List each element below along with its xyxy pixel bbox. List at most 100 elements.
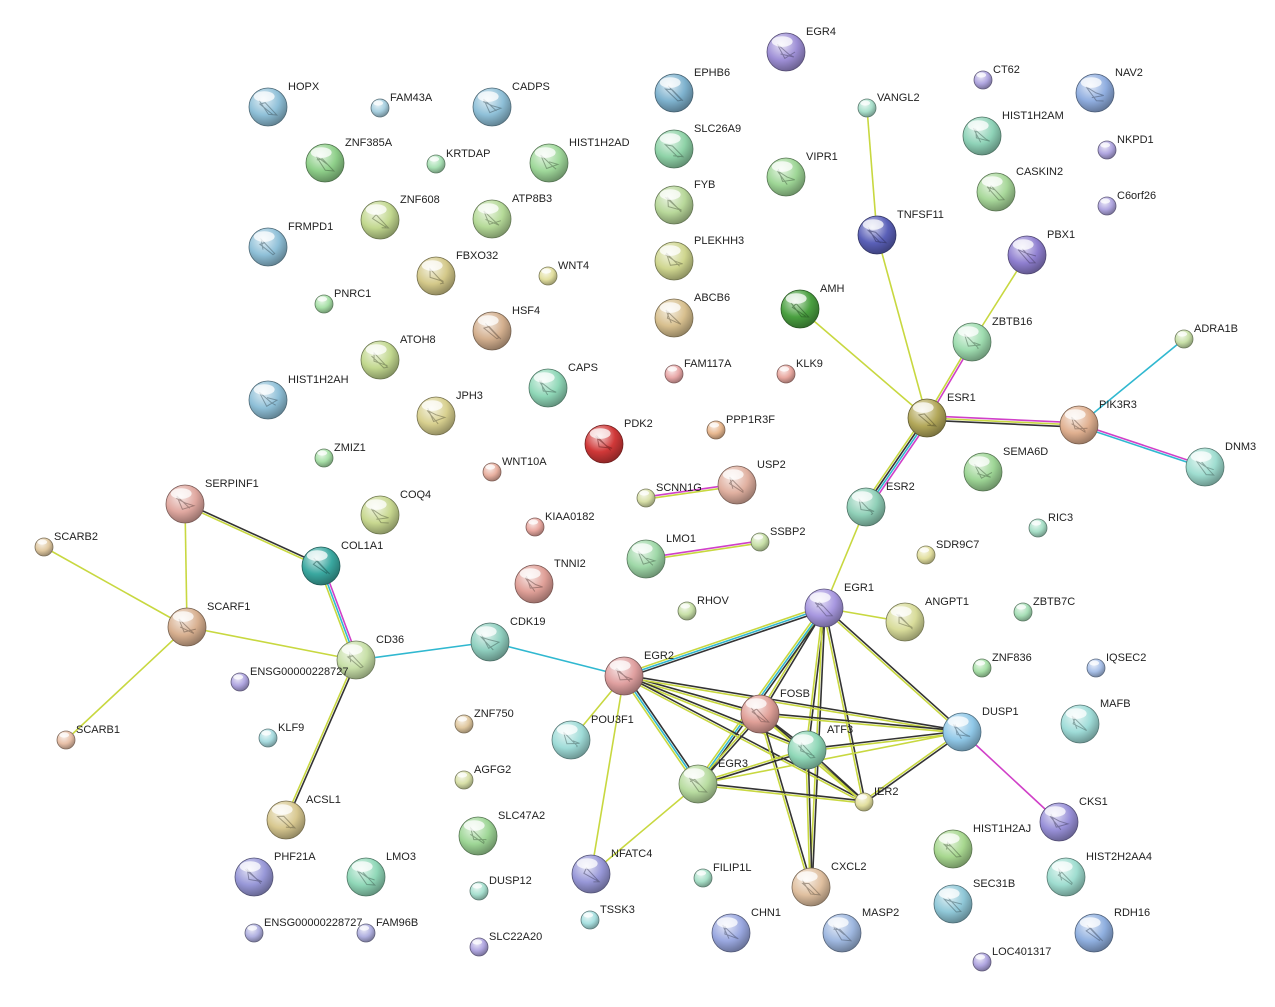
- node-FBXO32[interactable]: FBXO32: [416, 250, 498, 296]
- node-DNM3[interactable]: DNM3: [1185, 441, 1256, 487]
- node-FILIP1L[interactable]: FILIP1L: [693, 862, 752, 888]
- node-EPHB6[interactable]: EPHB6: [654, 67, 730, 113]
- node-WNT10A[interactable]: WNT10A: [482, 456, 547, 482]
- node-ZNF750[interactable]: ZNF750: [454, 708, 514, 734]
- node-KIAA0182[interactable]: KIAA0182: [525, 511, 595, 537]
- node-CHN1[interactable]: CHN1: [711, 907, 781, 953]
- node-ATP8B3[interactable]: ATP8B3: [472, 193, 552, 239]
- node-TSSK3[interactable]: TSSK3: [580, 904, 635, 930]
- node-PLEKHH3[interactable]: PLEKHH3: [654, 235, 744, 281]
- node-MAFB[interactable]: MAFB: [1060, 698, 1131, 744]
- node-FRMPD1[interactable]: FRMPD1: [248, 221, 333, 267]
- node-NKPD1[interactable]: NKPD1: [1097, 134, 1154, 160]
- node-EGR4[interactable]: EGR4: [766, 26, 836, 72]
- node-NFATC4[interactable]: NFATC4: [571, 848, 652, 894]
- node-LMO3[interactable]: LMO3: [346, 851, 416, 897]
- node-SCARB2[interactable]: SCARB2: [34, 531, 98, 557]
- node-EGR2[interactable]: EGR2: [604, 650, 674, 696]
- node-CDK19[interactable]: CDK19: [470, 616, 545, 662]
- node-SLC22A20[interactable]: SLC22A20: [469, 931, 542, 957]
- node-AGFG2[interactable]: AGFG2: [454, 764, 511, 790]
- node-FYB[interactable]: FYB: [654, 179, 715, 225]
- node-HSF4[interactable]: HSF4: [472, 305, 540, 351]
- node-ABCB6[interactable]: ABCB6: [654, 292, 730, 338]
- node-KLF9[interactable]: KLF9: [258, 722, 304, 748]
- node-SCARB1[interactable]: SCARB1: [56, 724, 120, 750]
- node-EGR3[interactable]: EGR3: [678, 758, 748, 804]
- node-SCNN1G[interactable]: SCNN1G: [636, 482, 702, 508]
- node-ZNF385A[interactable]: ZNF385A: [305, 137, 393, 183]
- node-PNRC1[interactable]: PNRC1: [314, 288, 371, 314]
- node-SDR9C7[interactable]: SDR9C7: [916, 539, 979, 565]
- node-SEMA6D[interactable]: SEMA6D: [963, 446, 1048, 492]
- node-SLC26A9[interactable]: SLC26A9: [654, 123, 741, 169]
- node-RIC3[interactable]: RIC3: [1028, 512, 1073, 538]
- node-FOSB[interactable]: FOSB: [740, 688, 810, 734]
- node-CADPS[interactable]: CADPS: [472, 81, 550, 127]
- node-PDK2[interactable]: PDK2: [584, 418, 653, 464]
- node-IQSEC2[interactable]: IQSEC2: [1086, 652, 1146, 678]
- node-PIK3R3[interactable]: PIK3R3: [1059, 399, 1137, 445]
- node-FAM43A[interactable]: FAM43A: [370, 92, 433, 118]
- node-HIST1H2AJ[interactable]: HIST1H2AJ: [933, 823, 1031, 869]
- node-ADRA1B[interactable]: ADRA1B: [1174, 323, 1238, 349]
- node-ENSG00000228727[interactable]: ENSG00000228727: [230, 666, 348, 692]
- node-CAPS[interactable]: CAPS: [528, 362, 598, 408]
- node-KRTDAP[interactable]: KRTDAP: [426, 148, 490, 174]
- node-PBX1[interactable]: PBX1: [1007, 229, 1075, 275]
- node-USP2[interactable]: USP2: [717, 459, 786, 505]
- node-RHOV[interactable]: RHOV: [677, 595, 729, 621]
- node-CT62[interactable]: CT62: [973, 64, 1020, 90]
- node-AMH[interactable]: AMH: [780, 283, 845, 329]
- node-SERPINF1[interactable]: SERPINF1: [165, 478, 259, 524]
- node-CXCL2[interactable]: CXCL2: [791, 861, 866, 907]
- node-SEC31B[interactable]: SEC31B: [933, 878, 1015, 924]
- node-SSBP2[interactable]: SSBP2: [750, 526, 805, 552]
- node-CASKIN2[interactable]: CASKIN2: [976, 166, 1063, 212]
- node-VIPR1[interactable]: VIPR1: [766, 151, 838, 197]
- node-HOPX[interactable]: HOPX: [248, 81, 320, 127]
- node-JPH3[interactable]: JPH3: [416, 390, 483, 436]
- node-TNNI2[interactable]: TNNI2: [514, 558, 586, 604]
- node-EGR1[interactable]: EGR1: [804, 582, 874, 628]
- node-ATOH8[interactable]: ATOH8: [360, 334, 436, 380]
- node-DUSP1[interactable]: DUSP1: [942, 706, 1019, 752]
- node-ANGPT1[interactable]: ANGPT1: [885, 596, 969, 642]
- node-POU3F1[interactable]: POU3F1: [551, 714, 634, 760]
- node-PHF21A[interactable]: PHF21A: [234, 851, 316, 897]
- node-HIST1H2AD[interactable]: HIST1H2AD: [529, 137, 630, 183]
- node-NAV2[interactable]: NAV2: [1075, 67, 1143, 113]
- node-ZBTB16[interactable]: ZBTB16: [952, 316, 1032, 362]
- node-LOC401317[interactable]: LOC401317: [972, 946, 1051, 972]
- node-MASP2[interactable]: MASP2: [822, 907, 899, 953]
- node-CKS1[interactable]: CKS1: [1039, 796, 1108, 842]
- node-PPP1R3F[interactable]: PPP1R3F: [706, 414, 775, 440]
- node-TNFSF11[interactable]: TNFSF11: [857, 209, 944, 255]
- node-HIST2H2AA4[interactable]: HIST2H2AA4: [1046, 851, 1152, 897]
- node-ESR2[interactable]: ESR2: [846, 481, 915, 527]
- node-FAM117A[interactable]: FAM117A: [664, 358, 732, 384]
- node-RDH16[interactable]: RDH16: [1074, 907, 1150, 953]
- node-ATF3[interactable]: ATF3: [787, 724, 853, 770]
- node-SCARF1[interactable]: SCARF1: [167, 601, 250, 647]
- node-ENSG00000228727[interactable]: ENSG00000228727: [244, 917, 362, 943]
- node-ZBTB7C[interactable]: ZBTB7C: [1013, 596, 1075, 622]
- node-C6orf26[interactable]: C6orf26: [1097, 190, 1156, 216]
- node-FAM96B[interactable]: FAM96B: [356, 917, 418, 943]
- node-VANGL2[interactable]: VANGL2: [857, 92, 920, 118]
- node-COL1A1[interactable]: COL1A1: [301, 540, 383, 586]
- node-CD36[interactable]: CD36: [336, 634, 404, 680]
- node-HIST1H2AH[interactable]: HIST1H2AH: [248, 374, 349, 420]
- node-ACSL1[interactable]: ACSL1: [266, 794, 341, 840]
- node-ZMIZ1[interactable]: ZMIZ1: [314, 442, 366, 468]
- node-ESR1[interactable]: ESR1: [907, 392, 976, 438]
- node-LMO1[interactable]: LMO1: [626, 533, 696, 579]
- node-IER2[interactable]: IER2: [854, 786, 898, 812]
- node-HIST1H2AM[interactable]: HIST1H2AM: [962, 110, 1064, 156]
- node-KLK9[interactable]: KLK9: [776, 358, 823, 384]
- node-COQ4[interactable]: COQ4: [360, 489, 431, 535]
- node-SLC47A2[interactable]: SLC47A2: [458, 810, 545, 856]
- node-WNT4[interactable]: WNT4: [538, 260, 589, 286]
- node-DUSP12[interactable]: DUSP12: [469, 875, 532, 901]
- node-ZNF608[interactable]: ZNF608: [360, 194, 440, 240]
